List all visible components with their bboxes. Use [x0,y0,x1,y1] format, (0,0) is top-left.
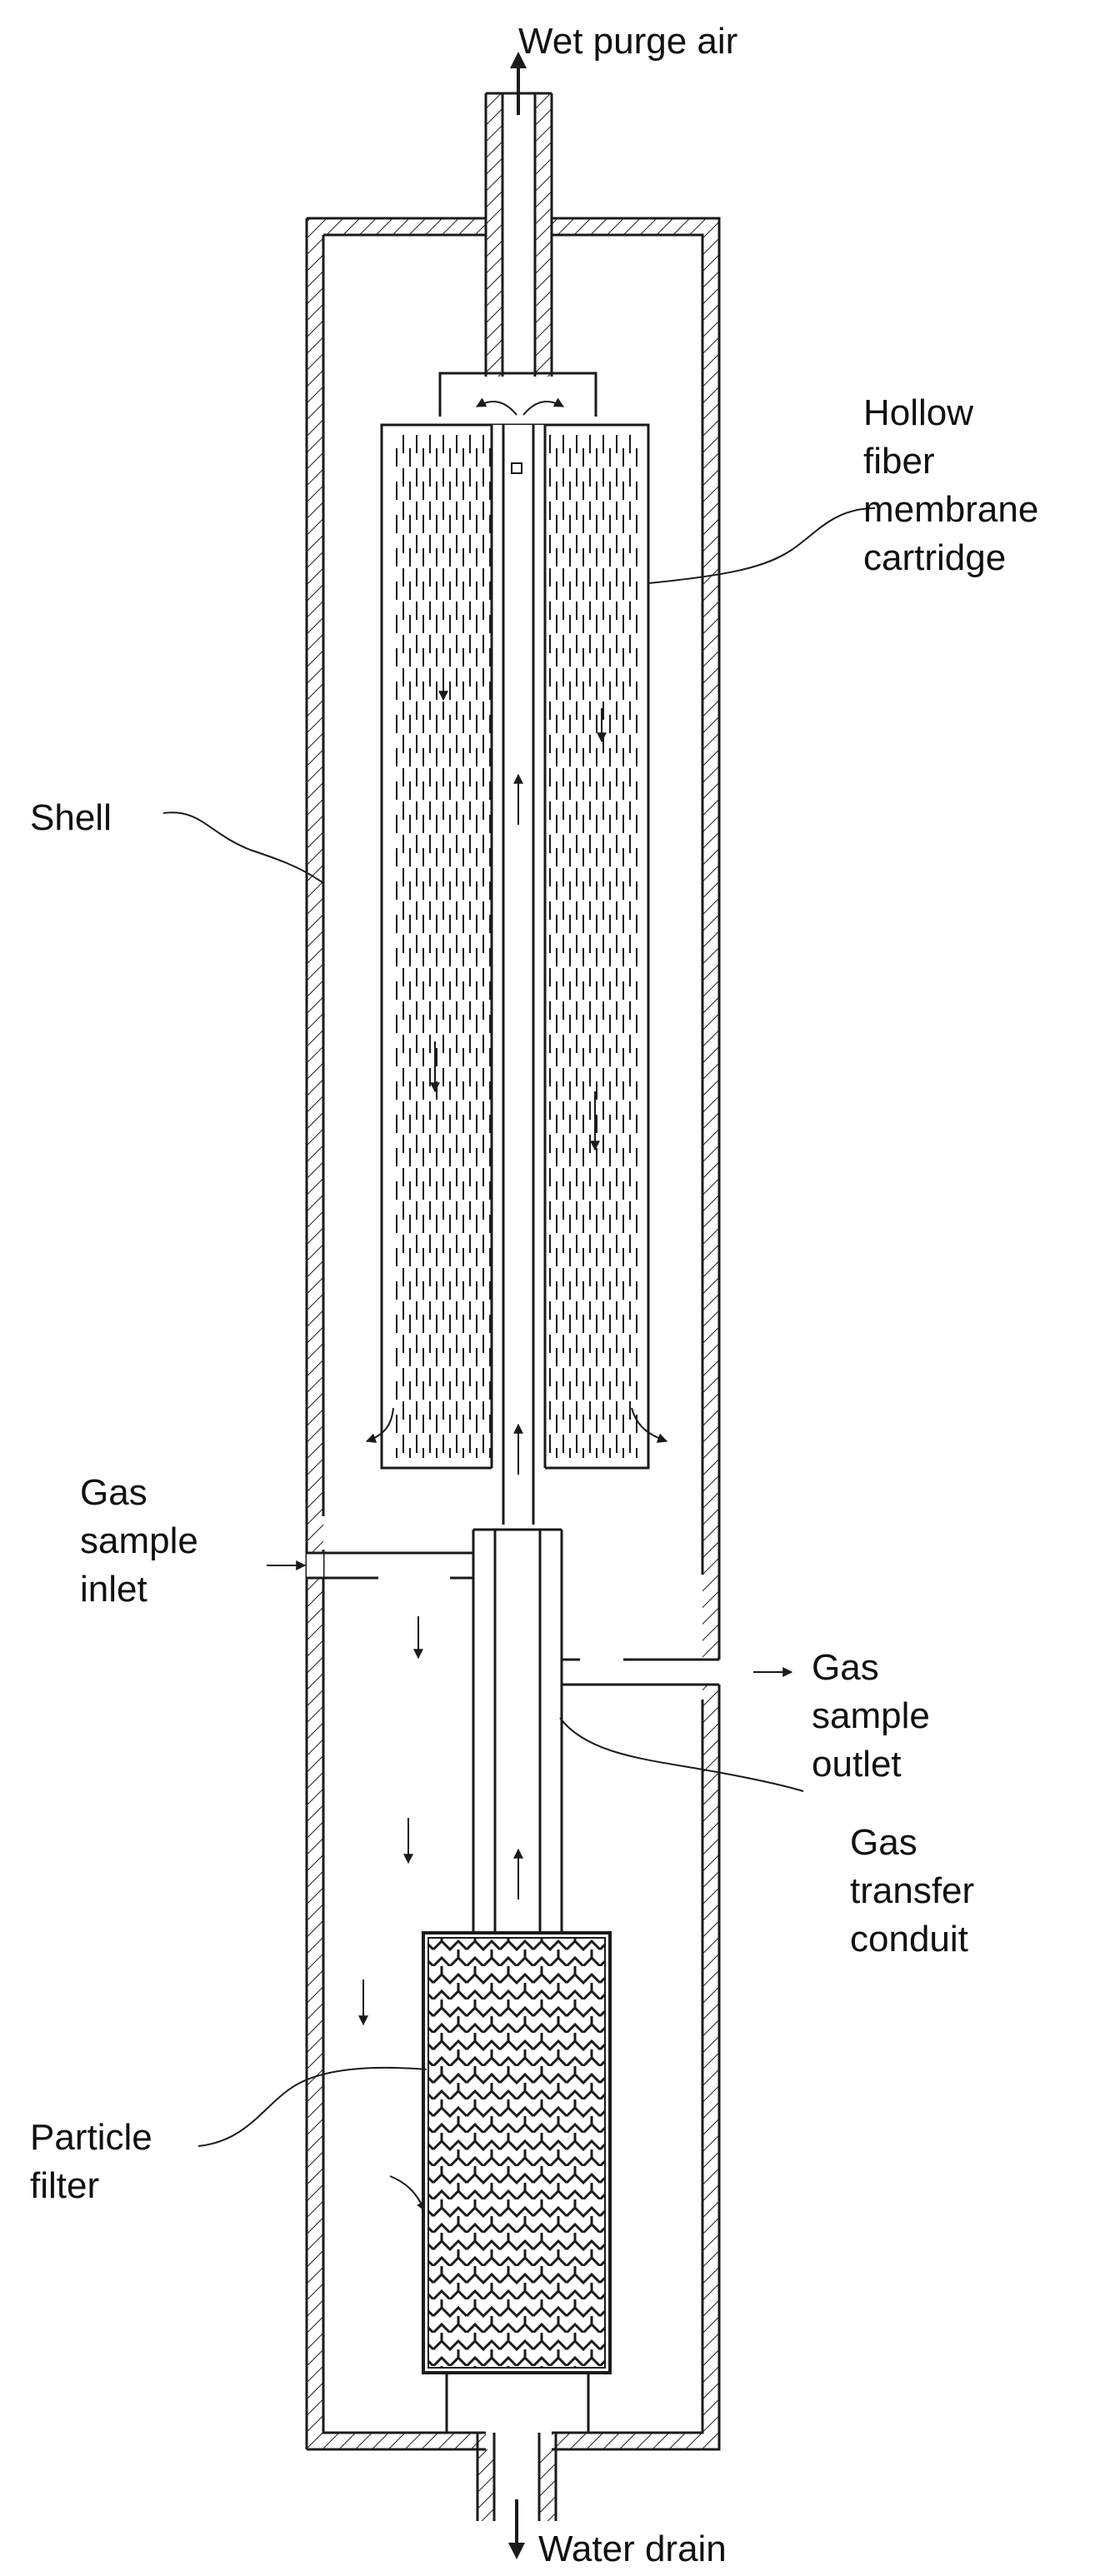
particle-filter [422,1931,612,2374]
cartridge-flow-arrows [365,675,668,1475]
leader-conduit [559,1717,804,1792]
shell [305,217,721,2451]
label-particle-filter-2: filter [30,2165,99,2206]
label-particle-filter-1: Particle [30,2117,152,2158]
label-outlet-3: outlet [812,1744,902,1785]
label-shell: Shell [30,797,112,838]
leader-lines [162,507,876,2147]
label-water-drain: Water drain [538,2529,727,2569]
label-outlet-1: Gas [812,1647,879,1688]
label-hollow-fiber-2: fiber [863,441,935,482]
label-inlet-1: Gas [80,1472,148,1513]
leader-shell [162,811,324,884]
top-outlet-tube [484,52,553,377]
label-hollow-fiber-3: membrane [863,489,1038,530]
label-conduit-2: transfer [850,1870,974,1911]
shell-flow-arrows [358,1818,426,2213]
bottom-drain [445,2373,590,2559]
label-conduit-3: conduit [850,1919,968,1959]
hollow-fiber-cartridge [380,423,650,1525]
label-wet-purge-air: Wet purge air [518,21,738,62]
label-inlet-2: sample [80,1520,198,1561]
leader-hollow-fiber [648,507,876,584]
leader-particle-filter [198,2066,428,2147]
top-cap [438,372,598,417]
gas-sample-inlet [267,1551,473,1660]
label-outlet-2: sample [812,1695,930,1736]
label-inlet-3: inlet [80,1569,148,1610]
label-hollow-fiber-4: cartridge [863,537,1006,578]
gas-sample-outlet [562,1658,793,1686]
label-hollow-fiber-1: Hollow [863,392,973,433]
label-conduit-1: Gas [850,1822,918,1863]
